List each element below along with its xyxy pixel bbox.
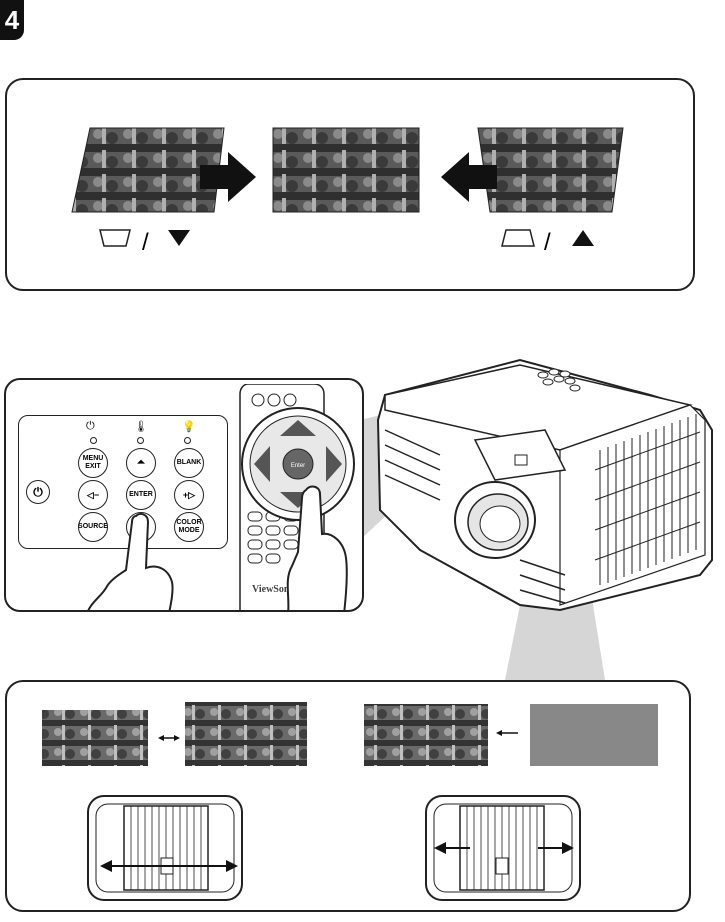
arrow-right-icon (200, 152, 256, 202)
remote-brand: ViewSon (252, 584, 290, 595)
keystone-image-corrected (272, 127, 420, 213)
step-number-badge: 4 (0, 0, 24, 40)
blank-button[interactable]: BLANK (174, 448, 204, 478)
lamp-led (184, 437, 191, 444)
enter-button[interactable]: ENTER (126, 480, 156, 510)
volume-up-button[interactable]: +▷ (174, 480, 204, 510)
keystone-up-button[interactable]: ⏶ (126, 448, 156, 478)
controls-panel: ⏻ 🌡 💡 ⏻ MENU EXIT ⏶ BLANK ◁− ENTER +▷ SO… (4, 378, 364, 612)
keystone-image-left (71, 127, 225, 213)
symbol-separator-right: / (544, 229, 551, 256)
color-mode-button[interactable]: COLOR MODE (174, 512, 204, 542)
lens-shift-dial-left (87, 795, 243, 901)
temperature-indicator-icon: 🌡 (134, 421, 148, 433)
menu-exit-button[interactable]: MENU EXIT (78, 448, 108, 478)
temp-led (137, 437, 144, 444)
lens-shift-photo-3 (364, 704, 488, 766)
symbol-separator-left: / (142, 229, 149, 256)
keystone-up-symbol (501, 229, 535, 247)
lens-shift-photo-1 (42, 710, 148, 766)
remote-control: ViewSon Enter (239, 384, 355, 610)
keystone-down-symbol (99, 229, 131, 247)
projector (376, 358, 713, 612)
keypad-frame (18, 415, 228, 549)
volume-down-button[interactable]: ◁− (78, 480, 108, 510)
triangle-up-icon (572, 230, 594, 246)
lens-shift-panel (5, 680, 691, 912)
power-button[interactable]: ⏻ (26, 480, 50, 504)
lens-shift-photo-2 (185, 702, 307, 766)
hand-icon (87, 513, 174, 610)
lens-shift-photo-4 (530, 704, 658, 766)
power-indicator-icon: ⏻ (86, 420, 95, 432)
arrow-left-icon (441, 152, 497, 202)
source-button[interactable]: SOURCE (78, 512, 108, 542)
keystone-image-right (477, 127, 624, 213)
power-led (90, 437, 97, 444)
lens-shift-dial-right (425, 795, 581, 901)
triangle-down-icon (168, 230, 190, 246)
remote-enter-label: Enter (291, 463, 305, 469)
lamp-indicator-icon: 💡 (182, 421, 196, 433)
